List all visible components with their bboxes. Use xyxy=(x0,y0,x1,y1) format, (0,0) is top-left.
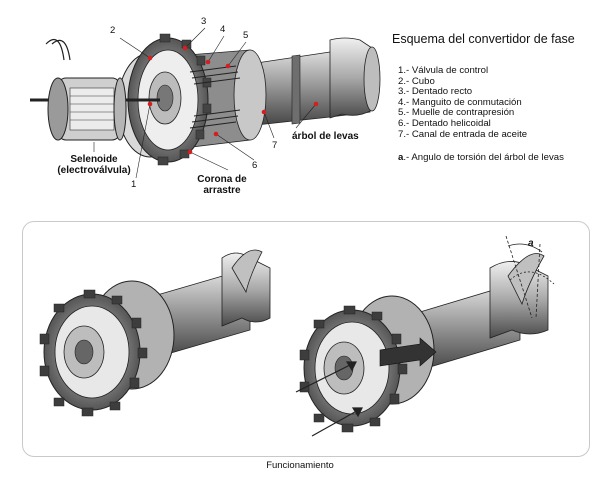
drive-crown-label: Corona de arrastre xyxy=(194,174,250,196)
angle-note: a.- Angulo de torsión del árbol de levas xyxy=(398,152,564,163)
angle-note-key: a xyxy=(398,152,404,163)
camshaft-label: árbol de levas xyxy=(292,131,359,142)
legend-item: 5.- Muelle de contrapresión xyxy=(398,107,515,119)
legend-item: 1.- Válvula de control xyxy=(398,65,489,76)
legend-item: 3.- Dentado recto xyxy=(398,86,473,98)
torsion-angle-indicator xyxy=(505,235,555,319)
left-assembly xyxy=(39,249,271,417)
parts-legend: 1.- Válvula de control 2.- Cubo 3.- Dent… xyxy=(398,65,528,140)
callout-3: 3 xyxy=(201,16,207,27)
switching-sleeve xyxy=(30,71,182,125)
solenoid xyxy=(45,39,127,141)
callout-5: 5 xyxy=(243,30,249,41)
legend-item: 4.- Manguito de conmutación xyxy=(398,96,522,108)
legend-item: 2.- Cubo xyxy=(398,75,435,87)
legend-item: 7.- Canal de entrada de aceite xyxy=(398,128,528,140)
angle-note-text: .- Angulo de torsión del árbol de levas xyxy=(403,152,564,163)
oil-flow-arrows xyxy=(295,361,363,437)
callout-dots xyxy=(147,45,319,155)
right-assembly xyxy=(295,235,555,437)
callout-7: 7 xyxy=(272,140,278,151)
legend-item: 6.- Dentado helicoidal xyxy=(398,117,491,129)
callout-1: 1 xyxy=(131,179,137,190)
callout-6: 6 xyxy=(252,160,258,171)
callout-leaders xyxy=(93,27,317,179)
solenoid-label-line1: Selenoide xyxy=(70,154,118,165)
drive-crown-label-line2: arrastre xyxy=(203,185,241,196)
page-title: Esquema del convertidor de fase xyxy=(392,32,575,46)
solenoid-label: Selenoide (electroválvula) xyxy=(38,154,150,176)
counter-pressure-spring xyxy=(189,65,241,129)
torsion-angle-label: a xyxy=(528,238,534,249)
drive-crown-label-line1: Corona de xyxy=(197,174,247,185)
operation-caption: Funcionamiento xyxy=(266,460,334,471)
solenoid-label-line2: (electroválvula) xyxy=(57,165,131,176)
callout-4: 4 xyxy=(220,24,226,35)
sleeve-shift-arrow xyxy=(379,337,437,367)
callout-2: 2 xyxy=(110,25,116,36)
